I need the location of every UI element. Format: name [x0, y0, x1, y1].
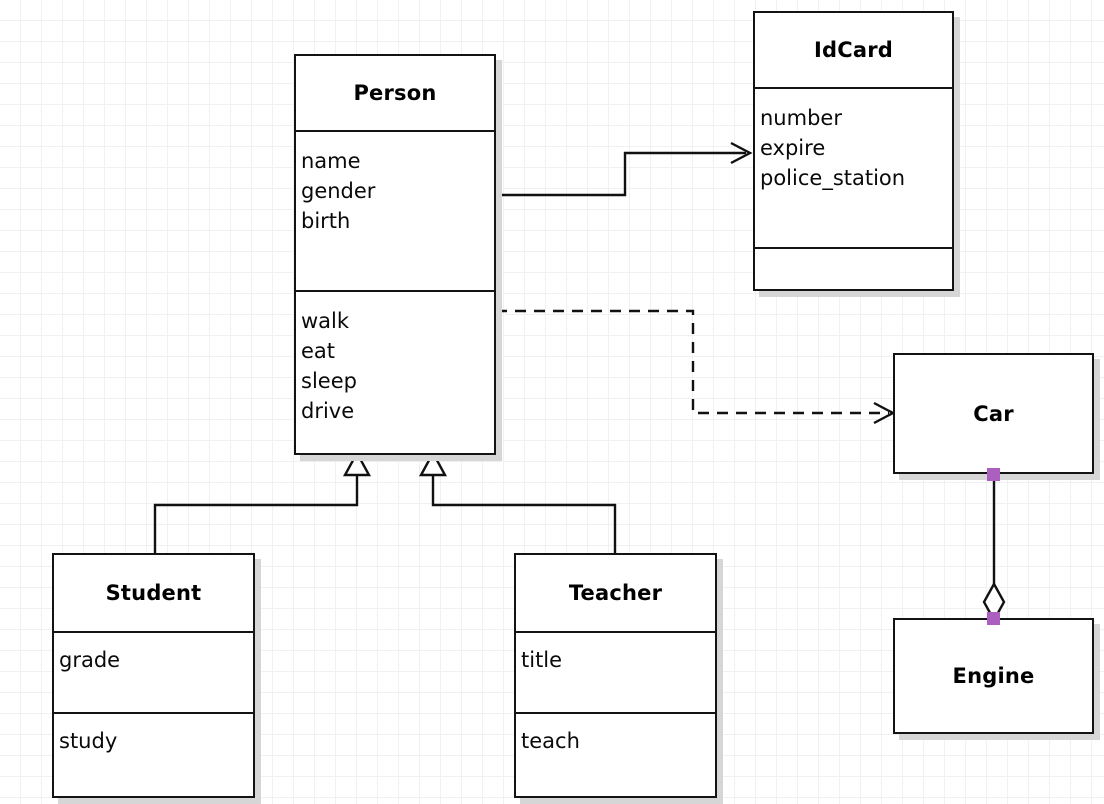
- attribute-item: police_station: [760, 166, 906, 190]
- teacher-methods-compartment: teach: [516, 712, 715, 796]
- class-box-engine[interactable]: Engine: [893, 618, 1094, 734]
- car-title-compartment: Car: [895, 355, 1092, 472]
- attribute-item: birth: [301, 209, 351, 233]
- attribute-item: title: [521, 648, 563, 672]
- edge-car-engine[interactable]: [982, 474, 1006, 623]
- teacher-attributes-compartment: title: [516, 631, 715, 712]
- attribute-item: expire: [760, 136, 826, 160]
- idcard-attributes-compartment: number expire police_station: [755, 87, 952, 247]
- class-name-teacher: Teacher: [568, 581, 663, 605]
- method-item: eat: [301, 339, 336, 363]
- class-name-person: Person: [353, 81, 437, 105]
- class-box-student[interactable]: Student grade study: [52, 553, 255, 798]
- method-item: drive: [301, 399, 355, 423]
- class-name-student: Student: [105, 581, 202, 605]
- method-item: sleep: [301, 369, 357, 393]
- student-title-compartment: Student: [54, 555, 253, 631]
- edge-student-person[interactable]: [153, 450, 372, 553]
- edge-person-idcard[interactable]: [496, 141, 753, 197]
- class-box-car[interactable]: Car: [893, 353, 1094, 474]
- class-name-engine: Engine: [952, 664, 1035, 688]
- class-name-car: Car: [973, 401, 1014, 426]
- attribute-item: grade: [59, 648, 121, 672]
- person-attributes-compartment: name gender birth: [296, 130, 494, 290]
- teacher-title-compartment: Teacher: [516, 555, 715, 631]
- attribute-item: number: [760, 106, 842, 130]
- student-attributes-compartment: grade: [54, 631, 253, 712]
- engine-title-compartment: Engine: [895, 620, 1092, 732]
- class-name-idcard: IdCard: [813, 38, 894, 62]
- attribute-item: name: [301, 149, 361, 173]
- idcard-methods-compartment: [755, 247, 952, 289]
- method-item: walk: [301, 309, 350, 333]
- method-item: teach: [521, 729, 580, 753]
- class-box-teacher[interactable]: Teacher title teach: [514, 553, 717, 798]
- class-box-idcard[interactable]: IdCard number expire police_station: [753, 11, 954, 291]
- class-box-person[interactable]: Person name gender birth walk eat sleep …: [294, 54, 496, 455]
- student-methods-compartment: study: [54, 712, 253, 796]
- edge-teacher-person[interactable]: [418, 450, 617, 553]
- edge-handle-engine-end[interactable]: [987, 612, 1000, 625]
- person-methods-compartment: walk eat sleep drive: [296, 290, 494, 453]
- edge-handle-car-end[interactable]: [987, 468, 1000, 481]
- attribute-item: gender: [301, 179, 376, 203]
- edge-person-car[interactable]: [496, 309, 896, 425]
- method-item: study: [59, 729, 118, 753]
- idcard-title-compartment: IdCard: [755, 13, 952, 87]
- person-title-compartment: Person: [296, 56, 494, 130]
